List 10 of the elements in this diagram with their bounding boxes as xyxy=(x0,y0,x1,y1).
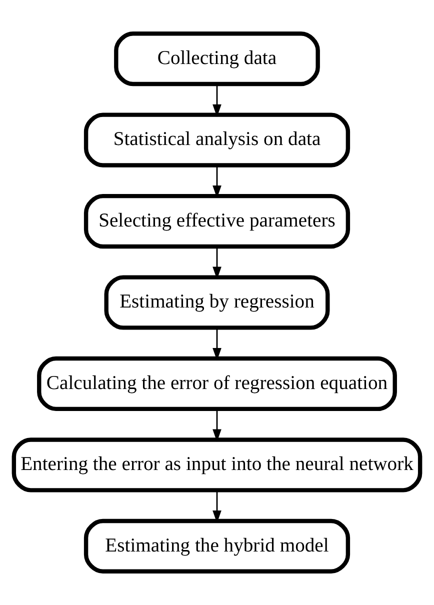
node-box: Entering the error as input into the neural network xyxy=(12,438,422,492)
arrow xyxy=(212,246,222,280)
arrow xyxy=(212,84,222,117)
node-box: Selecting effective parameters xyxy=(84,194,350,249)
node-box: Estimating by regression xyxy=(104,275,330,330)
node-box: Calculating the error of regression equation xyxy=(37,356,397,412)
node-box: Estimating the hybrid model xyxy=(84,518,350,574)
arrow xyxy=(212,409,222,442)
node-box: Collecting data xyxy=(114,32,320,86)
node-box: Statistical analysis on data xyxy=(84,112,350,168)
